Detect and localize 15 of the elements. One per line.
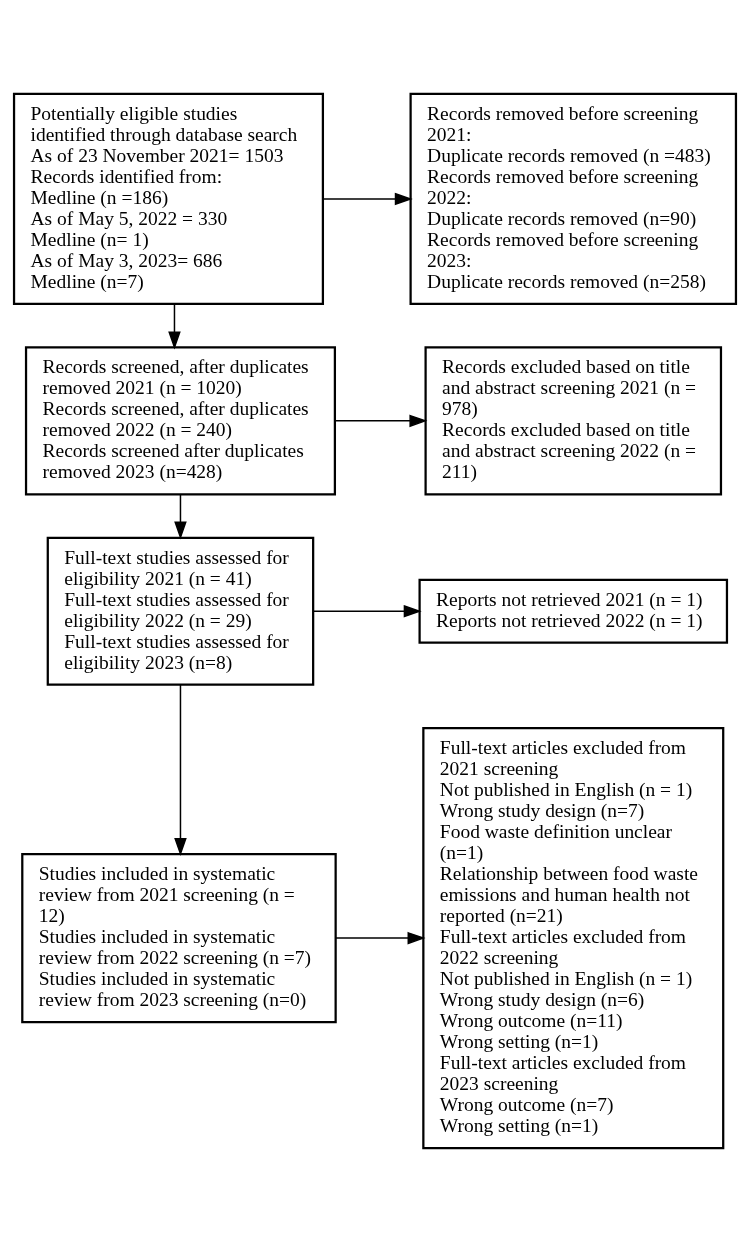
node-box: Full-text articles excluded from 2021 screening Not published in English (n = 1) Wrong study design (n=7) Food waste definition unclear (n=1) Relationship between food waste emissions and human health not reported (n=21) Full-text articles excluded from 2022 screening Not published in English (n = 1) Wrong study design (n=6) Wrong outcome (n=11) Wrong setting (n=1) Full-text articles excluded from 2023 screening Wrong outcome (n=7) Wrong setting (n=1) xyxy=(422,727,725,1150)
arrow xyxy=(174,493,187,540)
node-box: Records screened, after duplicates removed 2021 (n = 1020) Records screened, after duplicates removed 2022 (n = 240) Records screened after duplicates removed 2023 (n=428) xyxy=(24,346,336,496)
arrow xyxy=(312,604,422,618)
node-box: Studies included in systematic review from 2021 screening (n = 12) Studies included in systematic review from 2022 screening (n =7) Studies included in systematic review from 2023 screening (n=0) xyxy=(21,853,337,1024)
arrow xyxy=(168,303,181,350)
arrow xyxy=(322,192,413,206)
arrow xyxy=(334,414,428,428)
node-box: Full-text studies assessed for eligibility 2021 (n = 41) Full-text studies assessed for eligibility 2022 (n = 29) Full-text studies assessed for eligibility 2023 (n=8) xyxy=(46,536,315,686)
node-box: Records removed before screening 2021: Duplicate records removed (n =483) Records removed before screening 2022: Duplicate records removed (n=90) Records removed before screening 2023: Duplicate records removed (n=258) xyxy=(409,92,738,306)
node-box: Records excluded based on title and abstract screening 2021 (n = 978) Records excluded based on title and abstract screening 2022 (n = 211) xyxy=(424,346,723,496)
node-box: Potentially eligible studies identified through database search As of 23 November 2021= 1503 Records identified from: Medline (n =186) As of May 5, 2022 = 330 Medline (n= 1) As of May 3, 2023= 686 Medline (n=7) xyxy=(12,92,325,306)
node-box: Reports not retrieved 2021 (n = 1) Reports not retrieved 2022 (n = 1) xyxy=(418,578,729,644)
arrow xyxy=(174,684,187,856)
arrow xyxy=(335,931,426,945)
